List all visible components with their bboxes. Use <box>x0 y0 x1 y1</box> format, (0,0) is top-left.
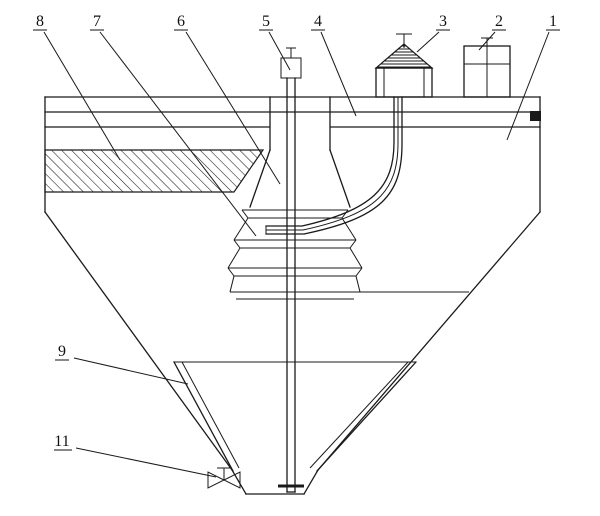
central-shaft <box>278 47 304 493</box>
callouts: 8 7 6 5 4 3 2 1 9 11 <box>33 13 560 478</box>
callout-1: 1 <box>549 13 557 30</box>
inner-cone-liner <box>173 361 417 472</box>
deflector-cone-stack <box>227 209 469 300</box>
callout-5: 5 <box>262 13 270 30</box>
leader-1 <box>506 31 550 141</box>
callout-4: 4 <box>314 13 322 30</box>
callout-9: 9 <box>58 343 66 360</box>
leader-5 <box>268 31 291 71</box>
deck-fitting-block <box>530 111 541 121</box>
feedwell <box>249 96 351 208</box>
feed-pipe <box>265 96 403 235</box>
leader-11 <box>75 447 217 478</box>
leader-7 <box>99 31 257 237</box>
callout-3: 3 <box>439 13 447 30</box>
leader-9 <box>73 357 189 385</box>
inclined-plate-hatch-zone <box>44 149 265 193</box>
auxiliary-control-box <box>463 37 511 98</box>
callout-7: 7 <box>93 13 101 30</box>
leader-4 <box>320 31 357 117</box>
callout-8: 8 <box>36 13 44 30</box>
discharge-valve <box>207 467 241 489</box>
leader-2 <box>478 31 496 51</box>
leader-6 <box>185 31 281 185</box>
motor-fin-hat <box>374 43 434 69</box>
leader-3 <box>416 31 440 53</box>
callout-2: 2 <box>495 13 503 30</box>
drive-motor-unit <box>374 33 434 98</box>
callout-6: 6 <box>177 13 185 30</box>
tank-outline <box>44 96 541 495</box>
callout-11: 11 <box>54 433 69 450</box>
shaft-top-bearing <box>280 57 302 79</box>
leader-8 <box>43 31 121 161</box>
